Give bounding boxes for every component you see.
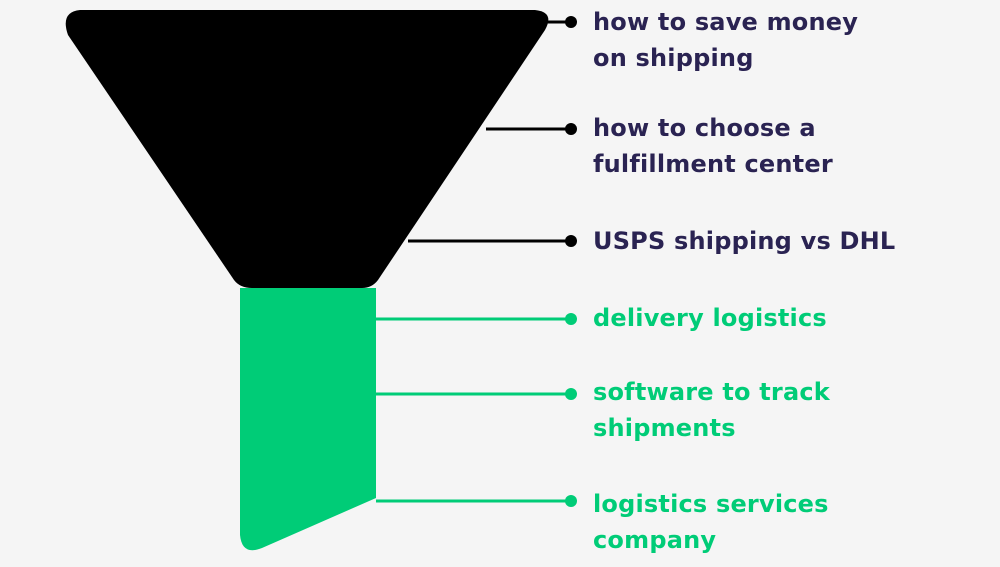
- label-save-money-shipping: how to save money on shipping: [593, 4, 858, 76]
- label-line: software to track: [593, 378, 830, 406]
- label-line: shipments: [593, 414, 736, 442]
- label-line: fulfillment center: [593, 150, 833, 178]
- label-choose-fulfillment-center: how to choose a fulfillment center: [593, 110, 833, 182]
- funnel-bottom-section: [240, 288, 376, 551]
- label-line: how to choose a: [593, 114, 816, 142]
- connector-dot-5: [565, 388, 577, 400]
- connector-dot-3: [565, 235, 577, 247]
- label-line: logistics services: [593, 490, 829, 518]
- label-line: USPS shipping vs DHL: [593, 227, 896, 255]
- connector-dot-1: [565, 16, 577, 28]
- label-line: company: [593, 526, 717, 554]
- connector-dot-4: [565, 313, 577, 325]
- label-line: delivery logistics: [593, 304, 827, 332]
- label-line: on shipping: [593, 44, 754, 72]
- connector-dot-2: [565, 123, 577, 135]
- label-usps-vs-dhl: USPS shipping vs DHL: [593, 223, 895, 259]
- label-software-track-shipments: software to track shipments: [593, 374, 830, 446]
- funnel-top-section: [65, 10, 549, 288]
- connector-dot-6: [565, 495, 577, 507]
- label-line: how to save money: [593, 8, 859, 36]
- label-logistics-services-company: logistics services company: [593, 486, 829, 558]
- label-delivery-logistics: delivery logistics: [593, 300, 827, 336]
